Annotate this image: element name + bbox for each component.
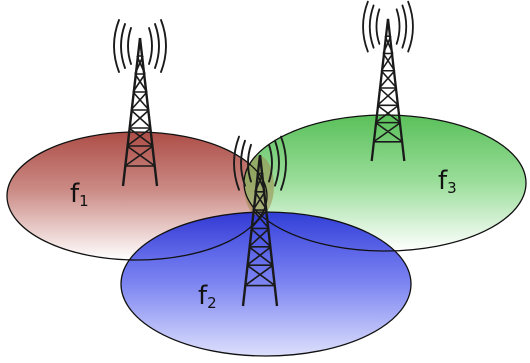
frequency-label-f1: f1 <box>70 179 89 210</box>
coverage-outline-f1 <box>6 131 268 261</box>
coverage-zone-f2 <box>121 212 411 356</box>
frequency-label-f2: f2 <box>198 281 217 312</box>
frequency-label-f3: f3 <box>438 166 457 197</box>
